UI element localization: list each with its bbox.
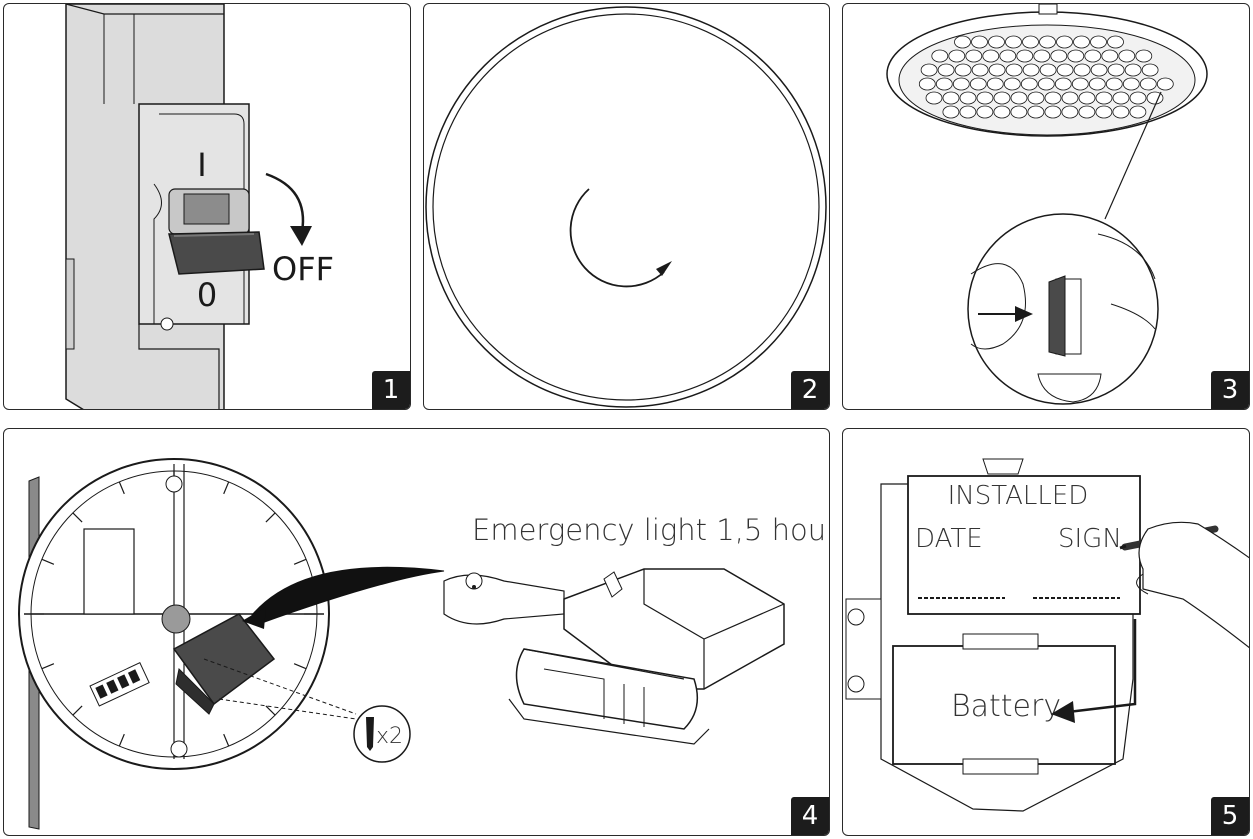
- lens-clip-illustration: [886, 4, 1208, 405]
- step-number-badge: 1: [372, 371, 410, 409]
- hand-pen-illustration: [1119, 521, 1249, 649]
- circuit-breaker-illustration: I 0 OFF: [65, 4, 334, 409]
- off-label: OFF: [272, 250, 334, 288]
- emergency-module-illustration: x2 Emergency light 1,5 hour: [18, 458, 830, 830]
- installed-label: INSTALLED: [948, 481, 1089, 511]
- battery-label-illustration: INSTALLED DATE SIGN Battery: [845, 458, 1249, 812]
- cover-rotate-illustration: [425, 6, 827, 408]
- step-number-badge: 5: [1211, 797, 1249, 835]
- battery-pack-illustration: [443, 568, 785, 745]
- step-1-panel: I 0 OFF 1: [3, 3, 411, 410]
- on-label: I: [197, 146, 206, 184]
- step-number-badge: 4: [791, 797, 829, 835]
- step-2-panel: 2: [423, 3, 830, 410]
- emergency-caption: Emergency light 1,5 hour: [472, 513, 830, 547]
- step-3-panel: 3: [842, 3, 1250, 410]
- push-arrow-icon: [1015, 306, 1033, 322]
- step-5-panel: INSTALLED DATE SIGN Battery 5: [842, 428, 1250, 836]
- battery-label: Battery: [951, 689, 1061, 724]
- off-symbol-label: 0: [197, 276, 217, 314]
- screw-count-label: x2: [376, 724, 403, 749]
- rotate-arrow-icon: [656, 261, 672, 276]
- screw-icon: [366, 717, 374, 751]
- date-label: DATE: [915, 524, 983, 554]
- sign-label: SIGN: [1058, 524, 1122, 554]
- step-number-badge: 2: [791, 371, 829, 409]
- step-number-badge: 3: [1211, 371, 1249, 409]
- step-4-panel: x2 Emergency light 1,5 hour 4: [3, 428, 830, 836]
